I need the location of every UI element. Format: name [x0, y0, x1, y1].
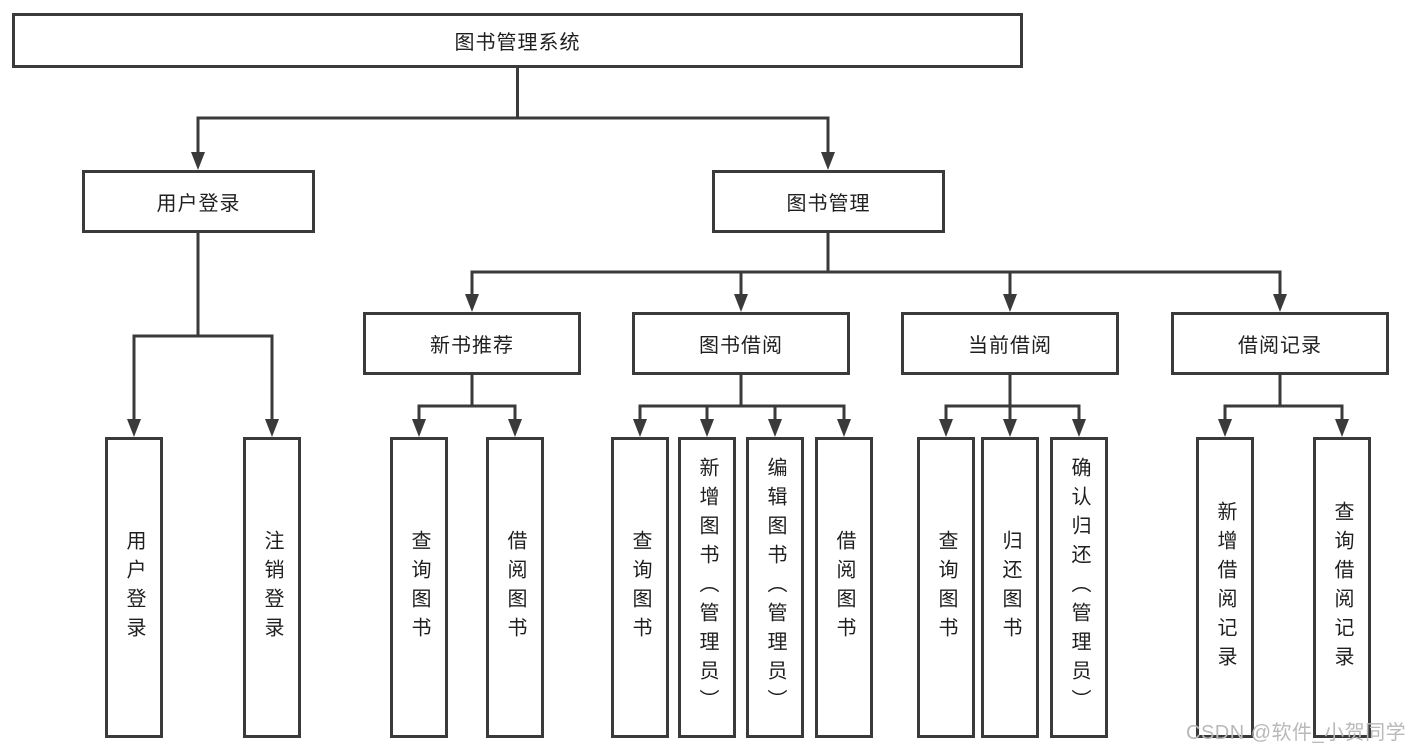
leaf-edit-books-admin-label: 编辑图书（管理员）	[764, 457, 786, 718]
leaf-add-borrow-record: 新增借阅记录	[1196, 437, 1254, 738]
leaf-query-books-borrow-label: 查询图书	[629, 529, 651, 646]
node-borrow-records-label: 借阅记录	[1238, 335, 1322, 357]
node-book-management-label: 图书管理	[786, 193, 871, 215]
leaf-borrow-books-label: 借阅图书	[833, 529, 855, 646]
leaf-query-books-current-label: 查询图书	[935, 529, 957, 646]
leaf-user-login-label: 用户登录	[123, 529, 145, 646]
leaf-borrow-books-recommend: 借阅图书	[486, 437, 544, 738]
leaf-confirm-return-admin-label: 确认归还（管理员）	[1068, 457, 1090, 718]
leaf-confirm-return-admin: 确认归还（管理员）	[1050, 437, 1108, 738]
leaf-return-books-label: 归还图书	[999, 529, 1021, 646]
leaf-add-borrow-record-label: 新增借阅记录	[1214, 500, 1236, 675]
root-node-library-system: 图书管理系统	[12, 13, 1023, 68]
node-current-borrow: 当前借阅	[901, 312, 1119, 375]
leaf-add-books-admin-label: 新增图书（管理员）	[696, 457, 718, 718]
leaf-user-login: 用户登录	[105, 437, 163, 738]
node-borrow-records: 借阅记录	[1171, 312, 1389, 375]
root-node-label: 图书管理系统	[454, 32, 581, 54]
leaf-query-books-recommend: 查询图书	[390, 437, 448, 738]
node-book-borrow: 图书借阅	[632, 312, 850, 375]
leaf-query-books-current: 查询图书	[917, 437, 975, 738]
csdn-watermark: CSDN @软件_小贺同学	[1186, 722, 1405, 744]
node-new-book-recommend: 新书推荐	[363, 312, 581, 375]
leaf-borrow-books: 借阅图书	[815, 437, 873, 738]
leaf-borrow-books-recommend-label: 借阅图书	[504, 529, 526, 646]
node-new-book-recommend-label: 新书推荐	[430, 335, 514, 357]
leaf-logout-label: 注销登录	[261, 529, 283, 646]
leaf-add-books-admin: 新增图书（管理员）	[678, 437, 736, 738]
leaf-logout: 注销登录	[243, 437, 301, 738]
leaf-query-books-borrow: 查询图书	[611, 437, 669, 738]
node-user-login-label: 用户登录	[156, 193, 241, 215]
node-user-login: 用户登录	[82, 170, 315, 233]
node-book-borrow-label: 图书借阅	[699, 335, 783, 357]
leaf-return-books: 归还图书	[981, 437, 1039, 738]
node-current-borrow-label: 当前借阅	[968, 335, 1052, 357]
leaf-query-borrow-record: 查询借阅记录	[1313, 437, 1371, 738]
leaf-query-books-recommend-label: 查询图书	[408, 529, 430, 646]
node-book-management: 图书管理	[712, 170, 945, 233]
leaf-edit-books-admin: 编辑图书（管理员）	[746, 437, 804, 738]
leaf-query-borrow-record-label: 查询借阅记录	[1331, 500, 1353, 675]
